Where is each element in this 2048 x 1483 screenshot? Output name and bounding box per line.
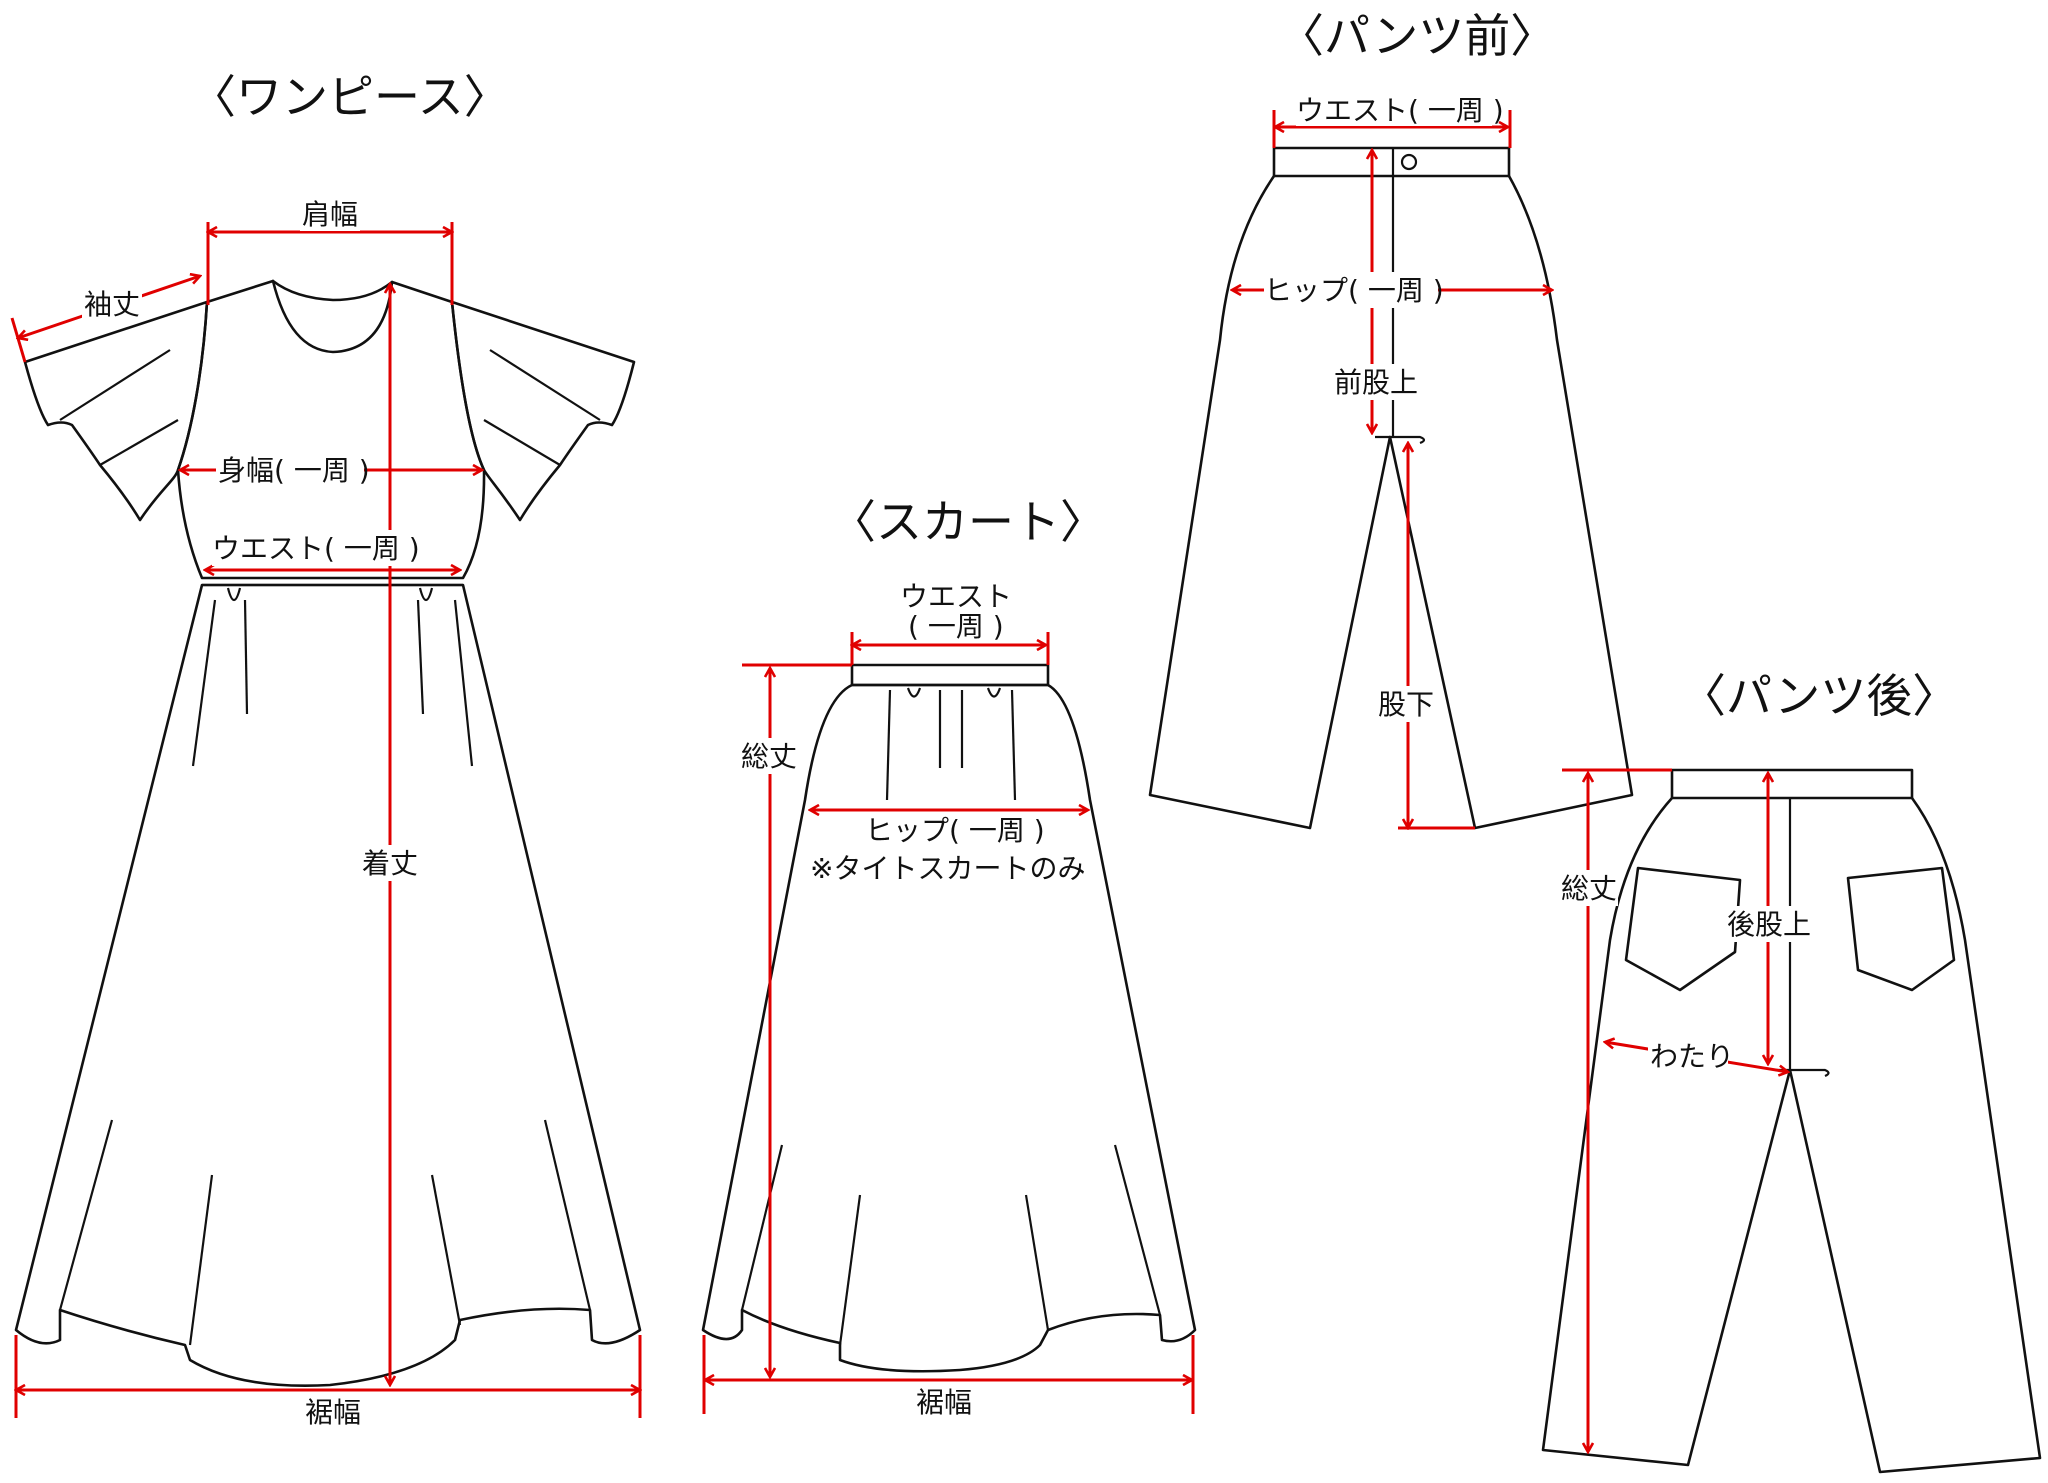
- skirt-outline: [701, 663, 1197, 1373]
- skirt-hem-label: 裾幅: [916, 1386, 972, 1419]
- onepiece-title: 〈ワンピース〉: [190, 70, 510, 124]
- onepiece-sleeve-label: 袖丈: [84, 288, 140, 321]
- skirt-figure: 〈スカート〉 ウエスト (: [701, 495, 1197, 1419]
- skirt-hip-label: ヒップ( 一周 ): [865, 814, 1045, 847]
- skirt-measure-labels: ウエスト ( 一周 ) 総丈 ヒップ( 一周 ) ※タイトスカートのみ 裾幅: [740, 580, 1085, 1419]
- skirt-hip-note: ※タイトスカートのみ: [810, 852, 1085, 885]
- pants-front-rise-label: 前股上: [1334, 366, 1418, 399]
- pants-front-hip-label: ヒップ( 一周 ): [1264, 274, 1444, 307]
- pants-front-waist-label: ウエスト( 一周 ): [1296, 94, 1504, 127]
- skirt-title: 〈スカート〉: [830, 495, 1106, 549]
- onepiece-outline: [14, 279, 642, 1388]
- skirt-waist-label-1: ウエスト: [900, 580, 1012, 613]
- pants-front-outline: [1148, 146, 1634, 830]
- pants-front-figure: 〈パンツ前〉 ウエスト( 一周 ) ヒップ( 一周 ) 前股上 股下: [1148, 9, 1634, 830]
- skirt-total-label: 総丈: [741, 740, 797, 773]
- onepiece-measure-labels: 肩幅 袖丈 身幅( 一周 ) ウエスト( 一周 ) 着丈 裾幅: [82, 197, 422, 1429]
- pants-front-title: 〈パンツ前〉: [1278, 9, 1556, 63]
- pants-back-figure: 〈パンツ後〉 総丈 後股上 わたり: [1541, 669, 2042, 1474]
- onepiece-length-label: 着丈: [362, 847, 418, 880]
- pants-back-rise-label: 後股上: [1727, 908, 1811, 941]
- skirt-waist-label-2: ( 一周 ): [908, 610, 1004, 643]
- skirt-measure-lines: [702, 632, 1195, 1414]
- pants-back-thigh-label: わたり: [1650, 1040, 1734, 1073]
- onepiece-hem-label: 裾幅: [305, 1396, 361, 1429]
- pants-front-inseam-label: 股下: [1378, 688, 1434, 721]
- onepiece-shoulder-label: 肩幅: [302, 198, 358, 231]
- pants-back-measure-labels: 総丈 後股上 わたり: [1560, 870, 1812, 1074]
- onepiece-figure: 〈ワンピース〉: [10, 70, 642, 1429]
- pants-back-title: 〈パンツ後〉: [1680, 669, 1958, 723]
- pants-front-measure-labels: ウエスト( 一周 ) ヒップ( 一周 ) 前股上 股下: [1264, 92, 1504, 722]
- onepiece-waist-label: ウエスト( 一周 ): [212, 532, 420, 565]
- onepiece-body-label: 身幅( 一周 ): [218, 454, 370, 487]
- pants-back-total-label: 総丈: [1561, 872, 1617, 905]
- onepiece-measure-lines: [10, 222, 640, 1418]
